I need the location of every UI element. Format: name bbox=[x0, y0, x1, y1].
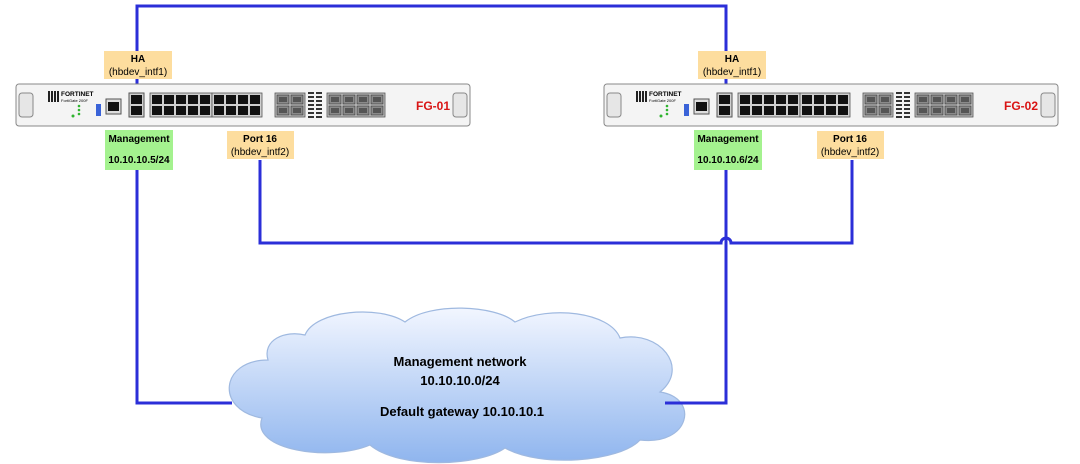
ethernet-port-icon bbox=[802, 106, 812, 115]
rack-ear-left bbox=[18, 92, 34, 118]
ha-label-iface: (hbdev_intf1) bbox=[109, 67, 167, 78]
ethernet-ports-b bbox=[211, 92, 263, 118]
fg01-ha-label: HA (hbdev_intf1) bbox=[104, 51, 172, 79]
mgmt-ha-ports bbox=[128, 92, 145, 118]
ethernet-port-icon bbox=[802, 95, 812, 104]
ethernet-ports-a bbox=[149, 92, 213, 118]
fg01-port16-label: Port 16 (hbdev_intf2) bbox=[227, 131, 294, 159]
sfp-ports-a bbox=[862, 92, 894, 118]
ha-label-title: HA bbox=[131, 54, 145, 65]
port16-link bbox=[258, 160, 854, 245]
ethernet-port-icon bbox=[814, 106, 824, 115]
ethernet-ports-b bbox=[799, 92, 851, 118]
ethernet-port-icon bbox=[226, 106, 236, 115]
device-fg02: FORTINET FortiGate 200F FG-02 bbox=[603, 83, 1059, 127]
management-label-ip: 10.10.10.5/24 bbox=[108, 155, 170, 166]
ethernet-port-icon bbox=[214, 106, 224, 115]
usb-port-icon bbox=[96, 104, 101, 116]
ethernet-port-icon bbox=[740, 95, 750, 104]
ethernet-port-icon bbox=[838, 106, 848, 115]
ethernet-port-icon bbox=[814, 95, 824, 104]
ethernet-port-icon bbox=[788, 95, 798, 104]
ethernet-port-icon bbox=[838, 95, 848, 104]
device-name: FG-02 bbox=[1004, 99, 1038, 113]
management-label-title: Management bbox=[697, 134, 759, 145]
ethernet-port-icon bbox=[152, 106, 162, 115]
sfp-ports-b bbox=[914, 92, 974, 118]
port16-label-iface: (hbdev_intf2) bbox=[821, 147, 879, 158]
device-name: FG-01 bbox=[416, 99, 450, 113]
fg01-management-label: Management 10.10.10.5/24 bbox=[105, 130, 173, 170]
usb-port-icon bbox=[684, 104, 689, 116]
ethernet-port-icon bbox=[200, 106, 210, 115]
ethernet-ports-a bbox=[737, 92, 801, 118]
cloud-shape bbox=[228, 307, 686, 464]
ha-label-title: HA bbox=[725, 54, 739, 65]
links bbox=[135, 4, 854, 405]
sfp-ports-b bbox=[326, 92, 386, 118]
management-network-cloud: Management network 10.10.10.0/24 Default… bbox=[228, 307, 686, 464]
sfp-ports-a bbox=[274, 92, 306, 118]
fg02-port16-label: Port 16 (hbdev_intf2) bbox=[817, 131, 884, 159]
ethernet-port-icon bbox=[214, 95, 224, 104]
ethernet-port-icon bbox=[200, 95, 210, 104]
ethernet-port-icon bbox=[752, 95, 762, 104]
fg01-management-link bbox=[135, 170, 232, 405]
ethernet-port-icon bbox=[188, 95, 198, 104]
status-leds bbox=[71, 104, 81, 118]
ha-label-iface: (hbdev_intf1) bbox=[703, 67, 761, 78]
cloud-network-name: Management network bbox=[394, 354, 528, 369]
rack-ear-right bbox=[1040, 92, 1056, 118]
ethernet-port-icon bbox=[152, 95, 162, 104]
vents bbox=[896, 92, 910, 118]
fg02-management-link bbox=[665, 170, 728, 405]
status-leds bbox=[659, 104, 669, 118]
fortinet-logo-icon: FORTINET FortiGate 200F bbox=[48, 91, 94, 103]
ethernet-port-icon bbox=[752, 106, 762, 115]
brand-label: FORTINET bbox=[61, 91, 94, 98]
model-label: FortiGate 200F bbox=[61, 98, 88, 103]
port16-label-title: Port 16 bbox=[833, 134, 867, 145]
ethernet-port-icon bbox=[764, 95, 774, 104]
management-label-ip: 10.10.10.6/24 bbox=[697, 155, 759, 166]
ethernet-port-icon bbox=[176, 95, 186, 104]
fortinet-logo-icon: FORTINET FortiGate 200F bbox=[636, 91, 682, 103]
ethernet-port-icon bbox=[164, 106, 174, 115]
ethernet-port-icon bbox=[740, 106, 750, 115]
fg02-ha-label: HA (hbdev_intf1) bbox=[698, 51, 766, 79]
management-label-title: Management bbox=[108, 134, 170, 145]
port16-label-iface: (hbdev_intf2) bbox=[231, 147, 289, 158]
ethernet-port-icon bbox=[250, 106, 260, 115]
ethernet-port-icon bbox=[238, 106, 248, 115]
cloud-subnet: 10.10.10.0/24 bbox=[420, 373, 500, 388]
ethernet-port-icon bbox=[776, 95, 786, 104]
ethernet-port-icon bbox=[226, 95, 236, 104]
ethernet-port-icon bbox=[826, 106, 836, 115]
rack-ear-right bbox=[452, 92, 468, 118]
device-fg01: FORTINET FortiGate 200F FG-01 bbox=[15, 83, 471, 127]
rack-ear-left bbox=[606, 92, 622, 118]
mgmt-ha-ports bbox=[716, 92, 733, 118]
ethernet-port-icon bbox=[176, 106, 186, 115]
ethernet-port-icon bbox=[164, 95, 174, 104]
ethernet-port-icon bbox=[826, 95, 836, 104]
ha-link bbox=[135, 4, 728, 95]
ethernet-port-icon bbox=[788, 106, 798, 115]
ethernet-port-icon bbox=[250, 95, 260, 104]
ethernet-port-icon bbox=[238, 95, 248, 104]
cloud-default-gateway: Default gateway 10.10.10.1 bbox=[380, 404, 544, 419]
vents bbox=[308, 92, 322, 118]
model-label: FortiGate 200F bbox=[649, 98, 676, 103]
ethernet-port-icon bbox=[764, 106, 774, 115]
fg02-management-label: Management 10.10.10.6/24 bbox=[694, 130, 762, 170]
ethernet-port-icon bbox=[776, 106, 786, 115]
port16-label-title: Port 16 bbox=[243, 134, 277, 145]
brand-label: FORTINET bbox=[649, 91, 682, 98]
ethernet-port-icon bbox=[188, 106, 198, 115]
